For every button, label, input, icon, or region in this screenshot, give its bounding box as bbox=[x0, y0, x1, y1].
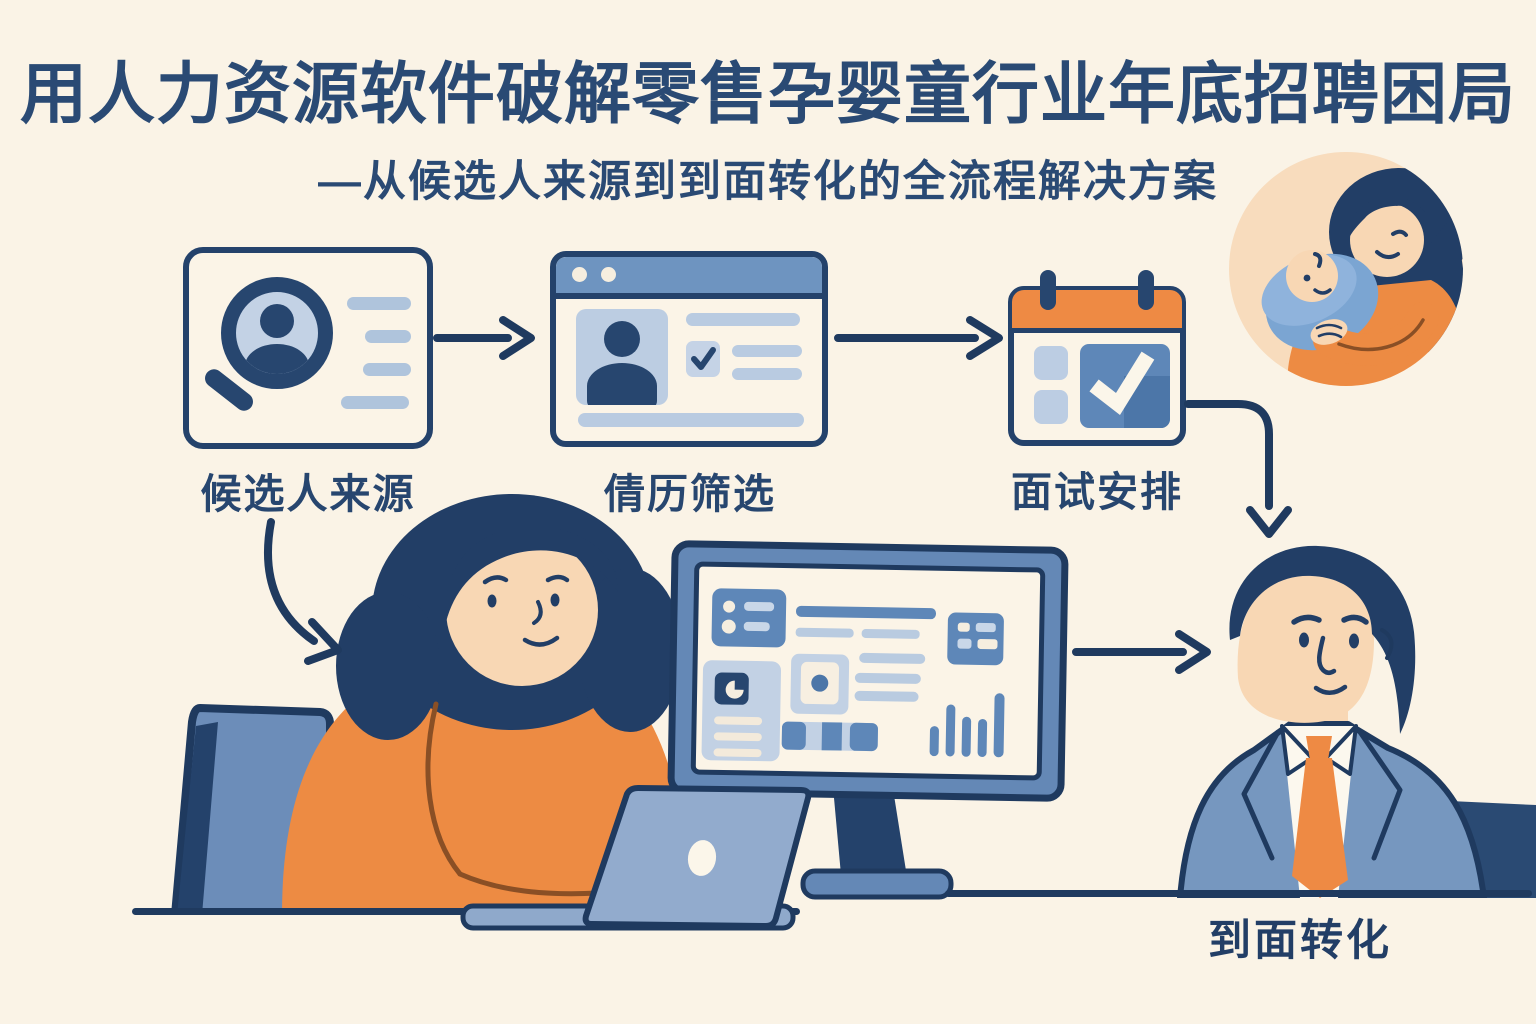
man-in-suit-illustration bbox=[1177, 545, 1536, 898]
hand-fingers bbox=[1315, 323, 1343, 339]
page-title: 用人力资源软件破解零售孕婴童行业年底招聘困局 bbox=[20, 57, 1516, 132]
woman-eye bbox=[487, 594, 497, 608]
dashboard-widget-card bbox=[711, 588, 787, 648]
calendar-ring bbox=[1040, 270, 1056, 310]
lapel-line bbox=[1357, 729, 1403, 861]
window-dot-icon bbox=[572, 267, 587, 282]
text-line bbox=[732, 345, 802, 357]
browser-header-bar bbox=[556, 257, 822, 299]
calendar-ring bbox=[1138, 270, 1154, 310]
calendar-header bbox=[1012, 290, 1182, 333]
mother-arm-line bbox=[1337, 318, 1425, 352]
man-ear-line bbox=[1380, 628, 1394, 660]
chair-edge bbox=[177, 722, 218, 915]
woman-face bbox=[446, 534, 598, 686]
woman-brow bbox=[545, 574, 570, 583]
monitor-base bbox=[800, 868, 954, 900]
hr-dashboard-monitor-illustration bbox=[667, 540, 1069, 900]
woman-eye bbox=[550, 593, 560, 607]
woman-smile bbox=[522, 635, 560, 647]
step-label-interview-schedule: 面试安排 bbox=[1011, 469, 1183, 515]
mother-smile bbox=[1375, 250, 1400, 259]
calendar-selected-day bbox=[1080, 344, 1170, 428]
window-dot-icon bbox=[601, 267, 616, 282]
woman-hair-left bbox=[336, 592, 440, 740]
resume-screening-card bbox=[550, 251, 828, 447]
mother-face bbox=[1350, 203, 1424, 277]
woman-fringe bbox=[445, 526, 618, 622]
page-subtitle: —从候选人来源到到面转化的全流程解决方案 bbox=[318, 158, 1218, 206]
man-smile bbox=[1313, 684, 1348, 695]
interview-schedule-card bbox=[1008, 270, 1186, 446]
desk-edge bbox=[945, 890, 1532, 897]
woman-nose bbox=[532, 600, 543, 625]
avatar-shoulders bbox=[587, 363, 657, 405]
text-line bbox=[365, 330, 411, 343]
woman-brow bbox=[482, 575, 509, 585]
baby-smile bbox=[1313, 288, 1332, 295]
result-label-interview-conversion: 到面转化 bbox=[1208, 917, 1392, 965]
arrow-right-icon bbox=[433, 316, 535, 360]
mother-fringe bbox=[1348, 196, 1425, 238]
collar-wing bbox=[1324, 724, 1358, 776]
man-brow bbox=[1341, 614, 1369, 625]
woman-typing-on-laptop-illustration bbox=[171, 494, 697, 915]
person-head bbox=[260, 304, 294, 338]
dashboard-thumbnail-card bbox=[790, 653, 850, 715]
arm-contour bbox=[425, 701, 463, 877]
dashboard-bar-chart bbox=[929, 693, 1005, 758]
man-tie bbox=[1292, 758, 1348, 898]
woman-hair-right bbox=[578, 568, 682, 732]
checkbox-checked-icon bbox=[686, 341, 720, 377]
laptop bbox=[460, 785, 812, 931]
text-line bbox=[363, 363, 411, 376]
candidate-source-card bbox=[183, 247, 433, 449]
man-hair bbox=[1229, 545, 1416, 734]
baby-hair-curl bbox=[1313, 252, 1323, 268]
baby-eye bbox=[1303, 274, 1311, 282]
text-line bbox=[341, 396, 409, 409]
step-label-candidate-source: 候选人来源 bbox=[200, 471, 416, 517]
text-line bbox=[732, 368, 802, 380]
arm-contour bbox=[457, 871, 601, 897]
man-nose bbox=[1317, 635, 1337, 675]
elbow-arrow-down-icon bbox=[1184, 400, 1292, 538]
dashboard-report-card bbox=[701, 660, 781, 762]
dashboard-text-block bbox=[795, 605, 937, 702]
baby-face bbox=[1286, 250, 1338, 302]
text-line bbox=[578, 413, 804, 427]
man-eye bbox=[1349, 633, 1359, 649]
arrow-right-icon bbox=[834, 316, 1003, 360]
dashboard-stats-card bbox=[947, 612, 1004, 666]
check-mark-icon bbox=[1089, 351, 1155, 416]
tie-knot bbox=[1306, 736, 1332, 760]
man-eye bbox=[1299, 632, 1309, 648]
man-brow bbox=[1291, 614, 1322, 625]
text-line bbox=[686, 313, 800, 326]
avatar-head bbox=[604, 321, 640, 357]
magnifier-lens bbox=[221, 277, 333, 389]
mother-eye bbox=[1391, 229, 1408, 237]
dashboard-progress-bar bbox=[781, 721, 878, 752]
calendar-cell bbox=[1034, 390, 1068, 424]
person-shoulders bbox=[245, 344, 309, 374]
laptop-logo bbox=[687, 840, 717, 876]
step-label-resume-screening: 倩历筛选 bbox=[604, 471, 776, 517]
monitor-stand bbox=[833, 787, 907, 877]
lapel-line bbox=[1241, 729, 1281, 861]
text-line bbox=[347, 297, 411, 310]
calendar-cell bbox=[1034, 346, 1068, 380]
collar-wing bbox=[1280, 724, 1314, 776]
avatar-photo bbox=[576, 309, 668, 405]
mother-holding-baby-illustration bbox=[1229, 152, 1463, 386]
dashboard-ui bbox=[701, 588, 1005, 762]
